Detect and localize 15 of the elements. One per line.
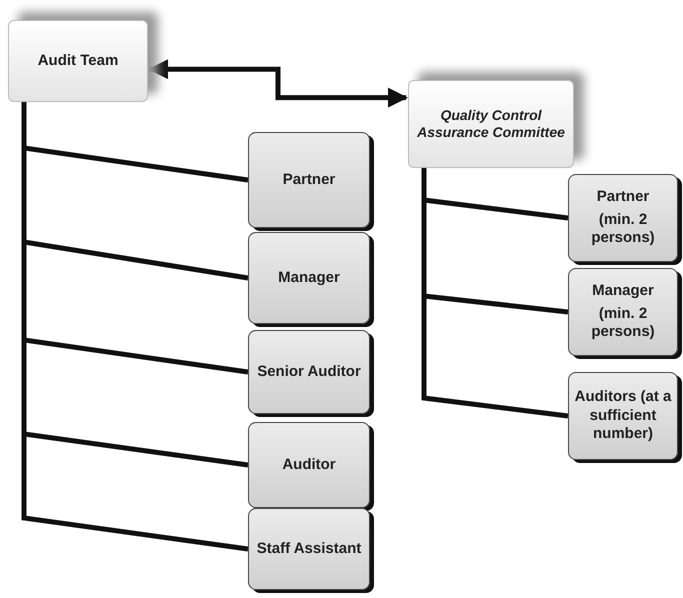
box-text: (min. 2 persons) [590,210,656,248]
box-text: Staff Assistant [256,540,362,558]
team-box [408,80,574,168]
box-text: Audit Team [38,52,118,70]
box-text: Manager [592,282,654,301]
box-text: (min. 2 persons) [590,304,656,342]
team-box [8,20,148,102]
box-text: Quality Control Assurance Committee [416,106,566,142]
box-text: Partner [596,188,650,207]
box-text: Partner [282,170,336,190]
box-text: Auditor [282,456,336,474]
double-arrow [148,59,408,108]
box-text: Senior Auditor [257,362,361,382]
box-text: Auditors (at a sufficient number) [574,388,672,444]
box-text: Manager [278,268,340,288]
